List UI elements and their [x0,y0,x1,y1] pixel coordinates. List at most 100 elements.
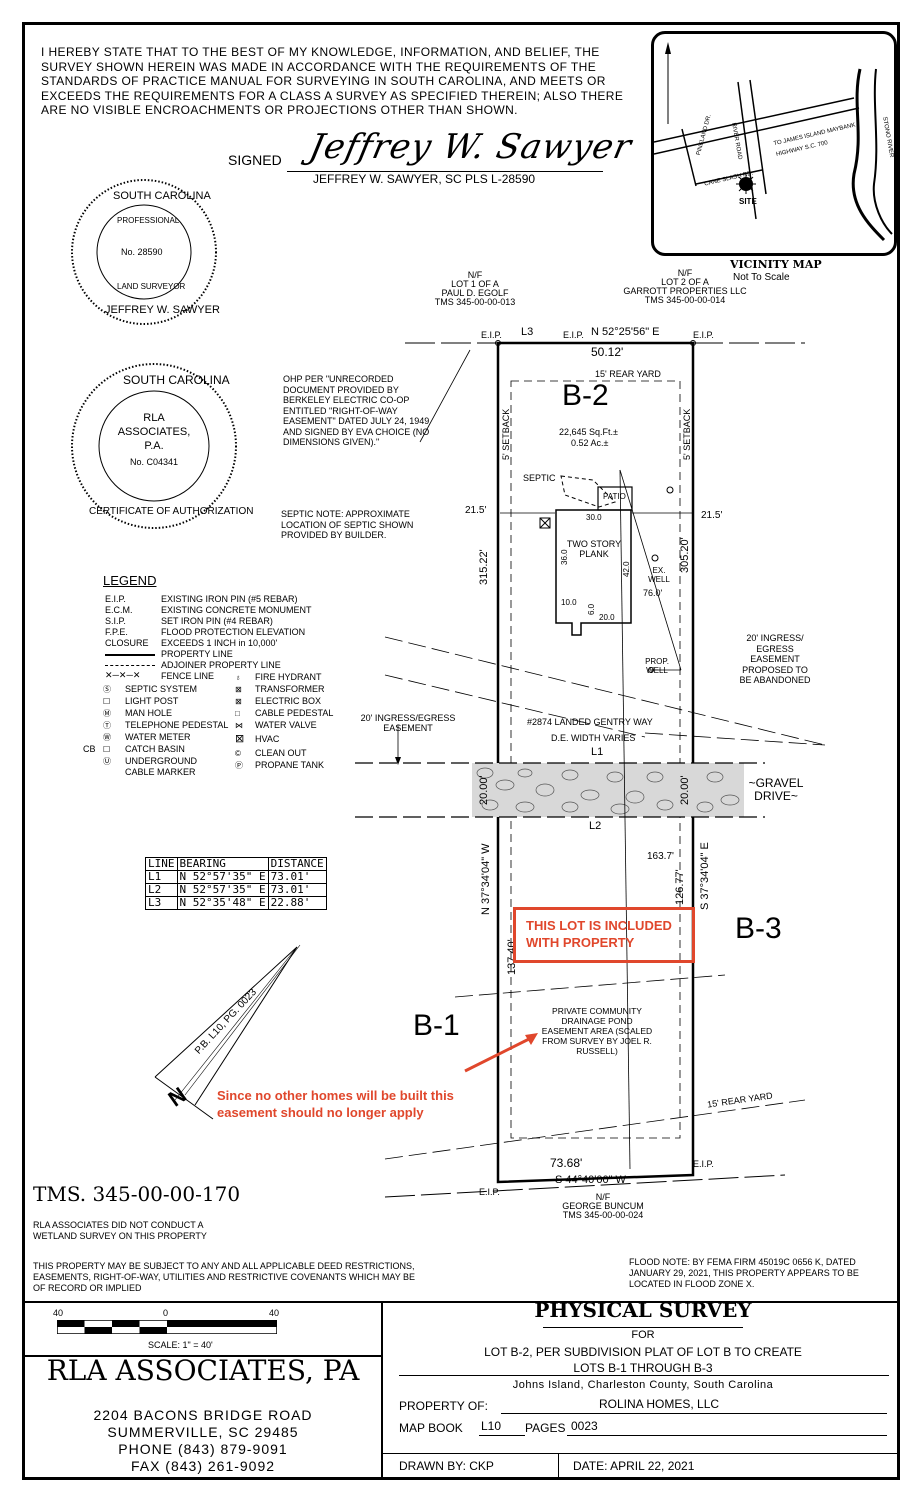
table-cell: L3 [145,896,178,910]
survey-date: DATE: APRIL 22, 2021 [573,1459,695,1473]
ingress-abandon-note: 20' INGRESS/ EGRESS EASEMENT PROPOSED TO… [739,633,811,685]
setback-left: 5' SETBACK [501,408,511,460]
gravel-drive [472,763,744,817]
surveyor-seal-profession-top: PROFESSIONAL [117,216,180,225]
plat-drawing: N [154,340,826,1198]
house-footprint [555,509,632,636]
septic-symbol-icon: Ⓢ [103,685,111,694]
surveyor-seal-profession-bottom: LAND SURVEYOR [117,282,186,291]
wetland-note: RLA ASSOCIATES DID NOT CONDUCT A WETLAND… [33,1220,207,1241]
table-cell: 73.01' [267,883,327,897]
left-offset: 21.5' [465,505,487,516]
property-of-label: PROPERTY OF: [399,1399,488,1413]
firm-name: RLA ASSOCIATES, PA [46,1354,360,1387]
legend-title: LEGEND [103,573,157,588]
legend-key-fpe: F.P.E. [105,627,128,637]
setback-right: 5' SETBACK [682,408,692,460]
table-cell: 73.01' [267,870,327,884]
adjoiner-lot1-line3: PAUL D. EGOLF [441,288,509,298]
company-seal-bottom: CERTIFICATE OF AUTHORIZATION [89,506,254,517]
cable-pedestal-icon: □ [235,709,240,718]
south-distance: 73.68' [550,1156,583,1170]
west-bearing: N 37°34'04" W [480,843,492,915]
title-block: PHYSICAL SURVEY FOR LOT B-2, PER SUBDIVI… [381,1300,897,1477]
title-desc1: LOT B-2, PER SUBDIVISION PLAT OF LOT B T… [484,1345,802,1359]
adjoiner-lot2: N/F LOT 2 OF A GARROTT PROPERTIES LLC TM… [610,269,760,305]
adjoiner-lot1-line1: N/F [467,270,483,280]
adjoiner-south-line2: GEORGE BUNCUM [562,1201,644,1211]
line-table-col-bearing: BEARING [176,857,269,871]
table-row: L3 N 52°35'48" E 22.88' [145,896,327,910]
north-distance: 50.12' [591,345,624,359]
fire-hydrant-icon: ♁ [235,673,241,682]
legend-val-ecm: EXISTING CONCRETE MONUMENT [161,605,312,615]
surveyor-seal-name: JEFFREY W. SAWYER [105,304,220,316]
firm-address1: 2204 BACONS BRIDGE ROAD [93,1407,313,1423]
ohp-note: OHP PER "UNRECORDED DOCUMENT PROVIDED BY… [283,374,430,447]
surveyor-name-line: JEFFREY W. SAWYER, SC PLS L-28590 [313,172,536,186]
title-underline [543,1327,743,1328]
legend-key-eip: E.I.P. [105,594,126,604]
signed-label: SIGNED [228,152,282,168]
eip-nw: E.I.P. [481,330,502,340]
legend-sym-hydrant: FIRE HYDRANT [255,672,322,682]
legend-sym-valve: WATER VALVE [255,720,317,730]
legend-sym-water-meter: WATER METER [125,732,191,742]
fence-line-symbol: ✕─✕─✕ [105,670,141,680]
adjoiner-south: N/F GEORGE BUNCUM TMS 345-00-00-024 [533,1193,673,1220]
title-location: Johns Island, Charleston County, South C… [512,1379,774,1391]
legend-sym-telephone: TELEPHONE PEDESTAL [125,720,229,730]
eip-se: E.I.P. [693,1159,714,1169]
title-footer-rule [383,1453,897,1454]
legend-sym-manhole: MAN HOLE [125,708,173,718]
surveyor-seal-rings [71,179,217,325]
company-seal-line1: RLA [143,412,165,424]
cable-marker-icon: Ⓤ [103,757,111,766]
legend-sym-hvac: HVAC [255,734,280,744]
adjoiner-lot1: N/F LOT 1 OF A PAUL D. EGOLF TMS 345-00-… [405,271,545,307]
included-lot-callout: THIS LOT IS INCLUDED WITH PROPERTY [513,907,695,963]
adjoiner-line-symbol [105,665,155,666]
scale-label: SCALE: 1" = 40' [148,1340,213,1350]
survey-sheet: I HEREBY STATE THAT TO THE BEST OF MY KN… [22,22,900,1480]
signature-line [287,171,603,172]
table-cell: 22.88' [267,896,327,910]
pages-value: 0023 [571,1419,598,1433]
house-label: TWO STORY PLANK [566,539,622,559]
clean-out-icon: © [235,749,241,758]
east-drive-distance: 20.00' [679,775,691,805]
adjoiner-lot1-line2: LOT 1 OF A [451,279,499,289]
legend-key-ecm: E.C.M. [105,605,133,615]
company-seal-state: SOUTH CAROLINA [123,373,230,387]
light-post-icon: ☐ [103,697,111,706]
legend-val-property: PROPERTY LINE [161,649,233,659]
lot-b1-label: B-1 [413,1009,460,1042]
right-offset: 21.5' [701,510,723,521]
vicinity-map-subtitle: Not To Scale [733,272,790,283]
man-hole-icon: Ⓜ [103,709,111,718]
firm-fax: FAX (843) 261-9092 [130,1458,276,1474]
water-meter-icon: Ⓦ [103,733,111,742]
tms-number: TMS. 345-00-00-170 [33,1182,241,1206]
table-cell: N 52°57'35" E [176,870,269,884]
lot-b3-label: B-3 [735,912,782,945]
west-upper-distance: 315.22' [478,549,490,585]
pages-line [567,1435,887,1436]
legend-sym-cable: UNDERGROUND CABLE MARKER [125,756,197,777]
company-seal: SOUTH CAROLINA RLA ASSOCIATES, P.A. No. … [69,361,253,531]
scale-bar [57,1320,277,1334]
patio-label: PATIO [603,492,626,501]
ingress-note: 20' INGRESS/EGRESS EASEMENT [360,713,456,733]
company-seal-number: No. C04341 [129,457,179,467]
house-dim-step2: 6.0 [587,603,596,615]
legend-val-sip: SET IRON PIN (#4 REBAR) [161,616,273,626]
table-row: L1 N 52°57'35" E 73.01' [145,870,327,884]
setback-lines [510,380,681,1139]
east-upper-distance: 305.20' [679,537,691,573]
legend-sym-catch: CATCH BASIN [125,744,185,754]
drawn-by: DRAWN BY: CKP [399,1459,494,1473]
legend-key-closure: CLOSURE [105,638,149,648]
included-lot-text: THIS LOT IS INCLUDED WITH PROPERTY [526,918,672,950]
line-table-col-line: LINE [145,857,178,871]
legend-sym-electric: ELECTRIC BOX [255,696,322,706]
